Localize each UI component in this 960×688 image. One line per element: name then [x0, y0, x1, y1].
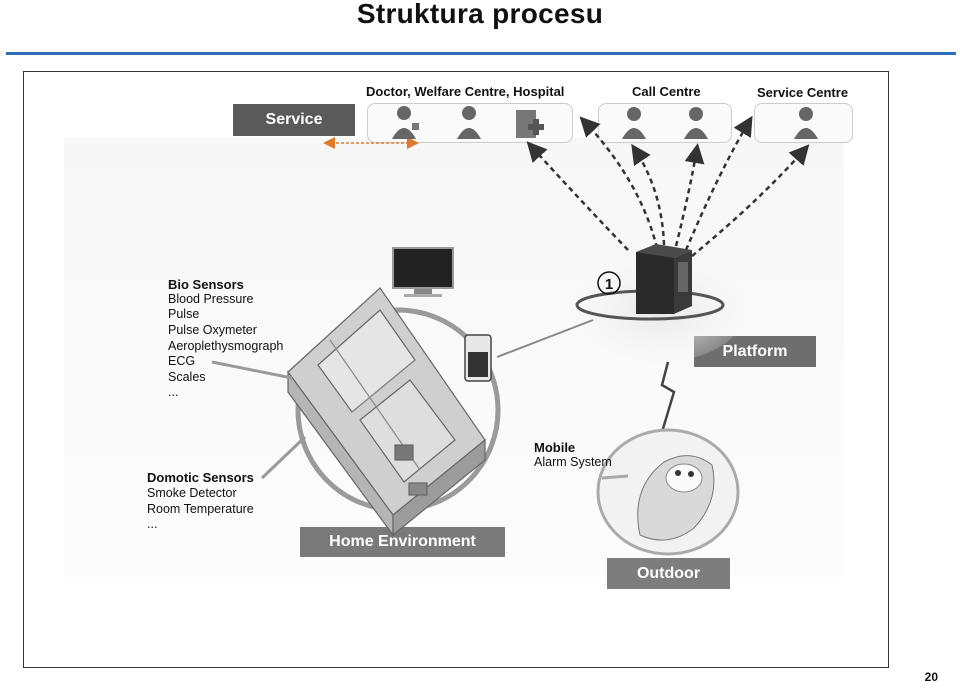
mobile-subtitle: Alarm System	[534, 455, 612, 469]
service-tag: Service	[233, 104, 355, 136]
bio-sensor-pulse-oxymeter: Pulse Oxymeter	[168, 323, 257, 337]
call-agent-icon-1	[622, 107, 646, 139]
bio-sensors-title: Bio Sensors	[168, 277, 244, 292]
domotic-sensors-title: Domotic Sensors	[147, 470, 254, 485]
mobile-alarm-device-icon	[637, 455, 715, 541]
bio-sensor-scales: Scales	[168, 370, 206, 384]
outdoor-tag: Outdoor	[607, 558, 730, 589]
domotic-sensor-more: ...	[147, 517, 158, 531]
gateway-device-icon	[464, 334, 492, 382]
bio-sensor-more: ...	[168, 385, 179, 399]
call-centre-title: Call Centre	[632, 84, 701, 99]
platform-marker-label: 1	[605, 276, 613, 293]
bio-sensor-aeroplethysmograph: Aeroplethysmograph	[168, 339, 284, 353]
call-agent-icon-2	[684, 107, 708, 139]
bio-sensor-pointer	[211, 360, 293, 380]
gateway-link	[496, 319, 594, 358]
tv-icon	[392, 247, 454, 297]
service-arrows	[526, 115, 810, 257]
page-number: 20	[924, 670, 938, 684]
service-centre-title: Service Centre	[757, 85, 849, 100]
mobile-title: Mobile	[534, 440, 576, 455]
doctor-welfare-hospital-title: Doctor, Welfare Centre, Hospital	[366, 84, 565, 99]
house-floorplan	[287, 287, 486, 537]
server-icon	[636, 244, 692, 314]
slide-title: Struktura procesu	[356, 0, 604, 29]
wireless-link	[660, 361, 676, 433]
call-centre-box	[598, 103, 732, 143]
doctor-icon	[392, 106, 419, 139]
technician-icon	[794, 107, 818, 139]
home-environment-tag: Home Environment	[300, 527, 505, 557]
domotic-sensor-pointer	[260, 435, 307, 480]
domotic-sensor-smoke-detector: Smoke Detector	[147, 486, 237, 500]
bio-sensor-ecg: ECG	[168, 354, 196, 368]
bio-sensor-blood-pressure: Blood Pressure	[168, 292, 254, 306]
domotic-sensor-room-temperature: Room Temperature	[147, 502, 254, 516]
title-divider	[6, 52, 956, 55]
platform-marker-circle	[597, 271, 621, 295]
nurse-icon	[457, 106, 481, 139]
hospital-icon	[516, 110, 544, 138]
mobile-pointer	[601, 474, 629, 480]
bio-sensor-pulse: Pulse	[168, 307, 200, 321]
